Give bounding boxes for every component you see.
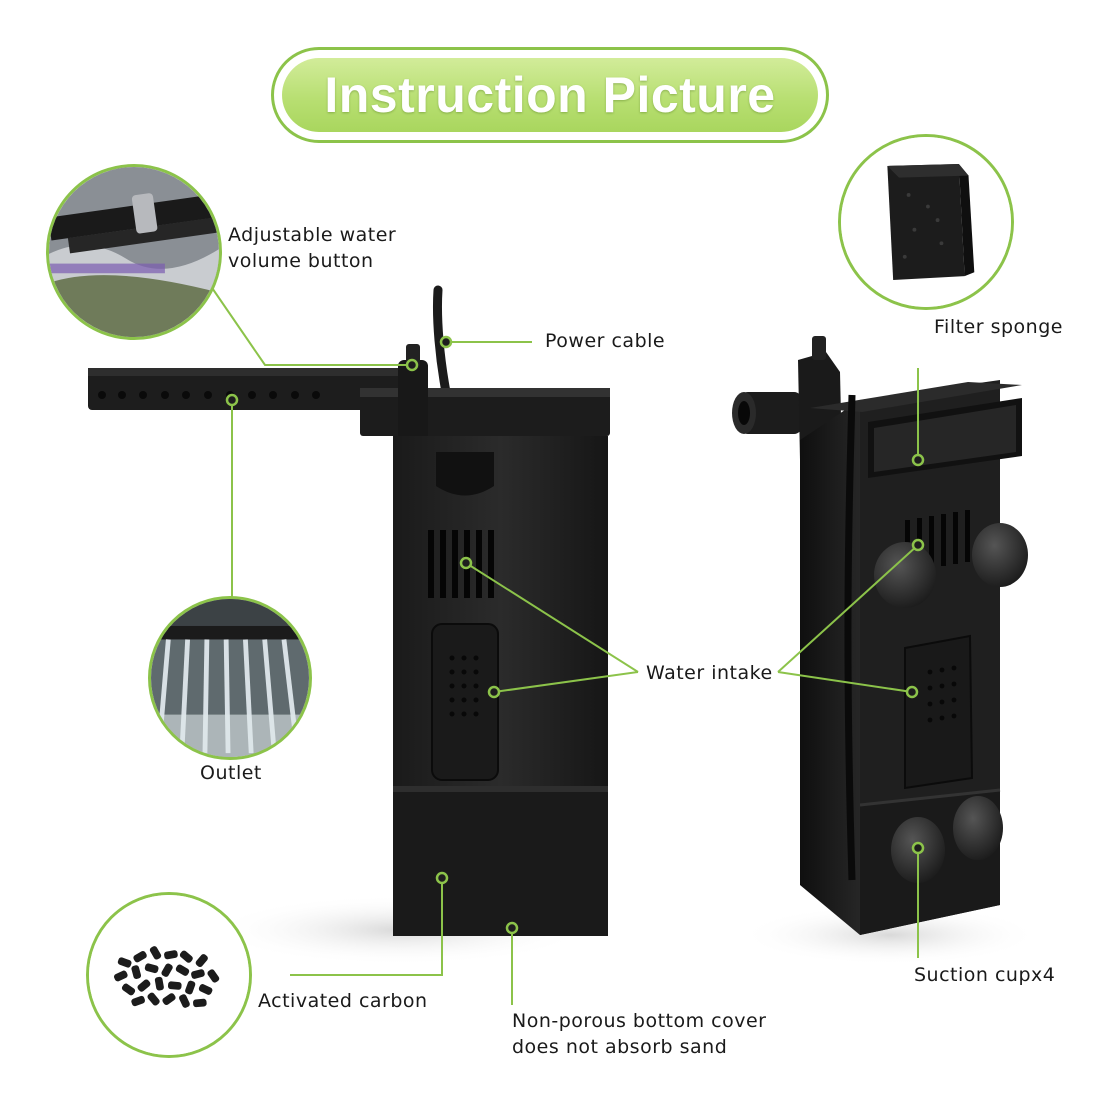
title-banner: Instruction Picture (271, 47, 829, 143)
label-bottom-cover-line1: Non-porous bottom cover (512, 1010, 767, 1032)
label-outlet: Outlet (200, 762, 262, 784)
label-adjustable-water-volume: Adjustable water volume button (228, 222, 396, 274)
filter-sponge-photo (838, 134, 1014, 310)
outlet-nozzle (740, 392, 802, 434)
bottom-cover (393, 786, 608, 936)
front-panel-holes (449, 655, 479, 717)
spray-holes (98, 391, 320, 399)
label-adjustable-line1: Adjustable water (228, 224, 397, 246)
label-adjustable-line2: volume button (228, 250, 374, 272)
label-bottom-cover: Non-porous bottom cover does not absorb … (512, 1008, 767, 1060)
page-title: Instruction Picture (324, 67, 776, 123)
adjustable-valve-photo (46, 164, 222, 340)
label-bottom-cover-line2: does not absorb sand (512, 1036, 728, 1058)
back-side-face (800, 400, 860, 935)
title-banner-fill: Instruction Picture (282, 58, 818, 132)
outlet-spray-photo (148, 596, 312, 760)
back-panel (904, 634, 974, 790)
spray-bar (88, 368, 408, 410)
right-shadow (740, 905, 1040, 965)
carbon-pellets-photo (86, 892, 252, 1058)
leader-dots (225, 335, 925, 935)
filter-front-view (88, 285, 610, 936)
leader-lines (207, 281, 919, 1005)
label-suction-cup: Suction cupx4 (914, 964, 1056, 986)
label-water-intake: Water intake (646, 662, 773, 684)
label-filter-sponge: Filter sponge (934, 316, 1063, 338)
pump-body (393, 436, 608, 786)
filter-back-view (732, 336, 1028, 935)
label-activated-carbon: Activated carbon (258, 990, 428, 1012)
body-notch (436, 452, 494, 496)
label-power-cable: Power cable (545, 330, 666, 352)
valve-knob (398, 360, 428, 442)
power-cable (432, 285, 451, 397)
